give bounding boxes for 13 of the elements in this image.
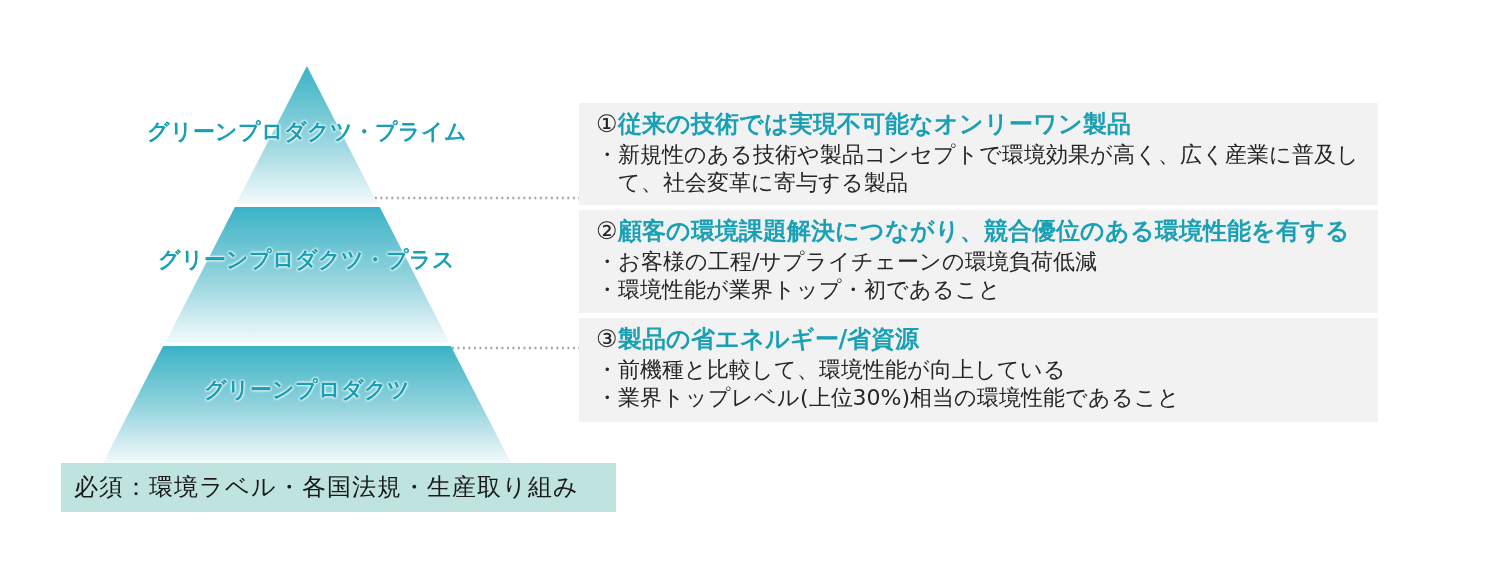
requirements-banner <box>61 463 616 512</box>
bullet-point: ・前機種と比較して、環境性能が向上している <box>596 356 1067 384</box>
panel-heading: ①従来の技術では実現不可能なオンリーワン製品 <box>596 109 1131 140</box>
panel-heading: ②顧客の環境課題解決につながり、競合優位のある環境性能を有する <box>596 216 1350 247</box>
description-panel <box>579 318 1378 422</box>
bullet-point: ・お客様の工程/サプライチェーンの環境負荷低減 <box>596 248 1099 276</box>
description-panel <box>579 103 1378 205</box>
tier-label: グリーンプロダクツ <box>204 376 410 404</box>
bullet-point: ・業界トップレベル(上位30%)相当の環境性能であること <box>596 384 1182 412</box>
bullet-point: ・環境性能が業界トップ・初であること <box>596 276 1002 304</box>
requirements-text: 必須：環境ラベル・各国法規・生産取り組み <box>74 472 579 503</box>
bullet-point: ・新規性のある技術や製品コンセプトで環境効果が高く、広く産業に普及して、社会変革に寄与する製品 <box>596 141 1360 197</box>
panel-heading: ③製品の省エネルギー/省資源 <box>596 324 920 355</box>
